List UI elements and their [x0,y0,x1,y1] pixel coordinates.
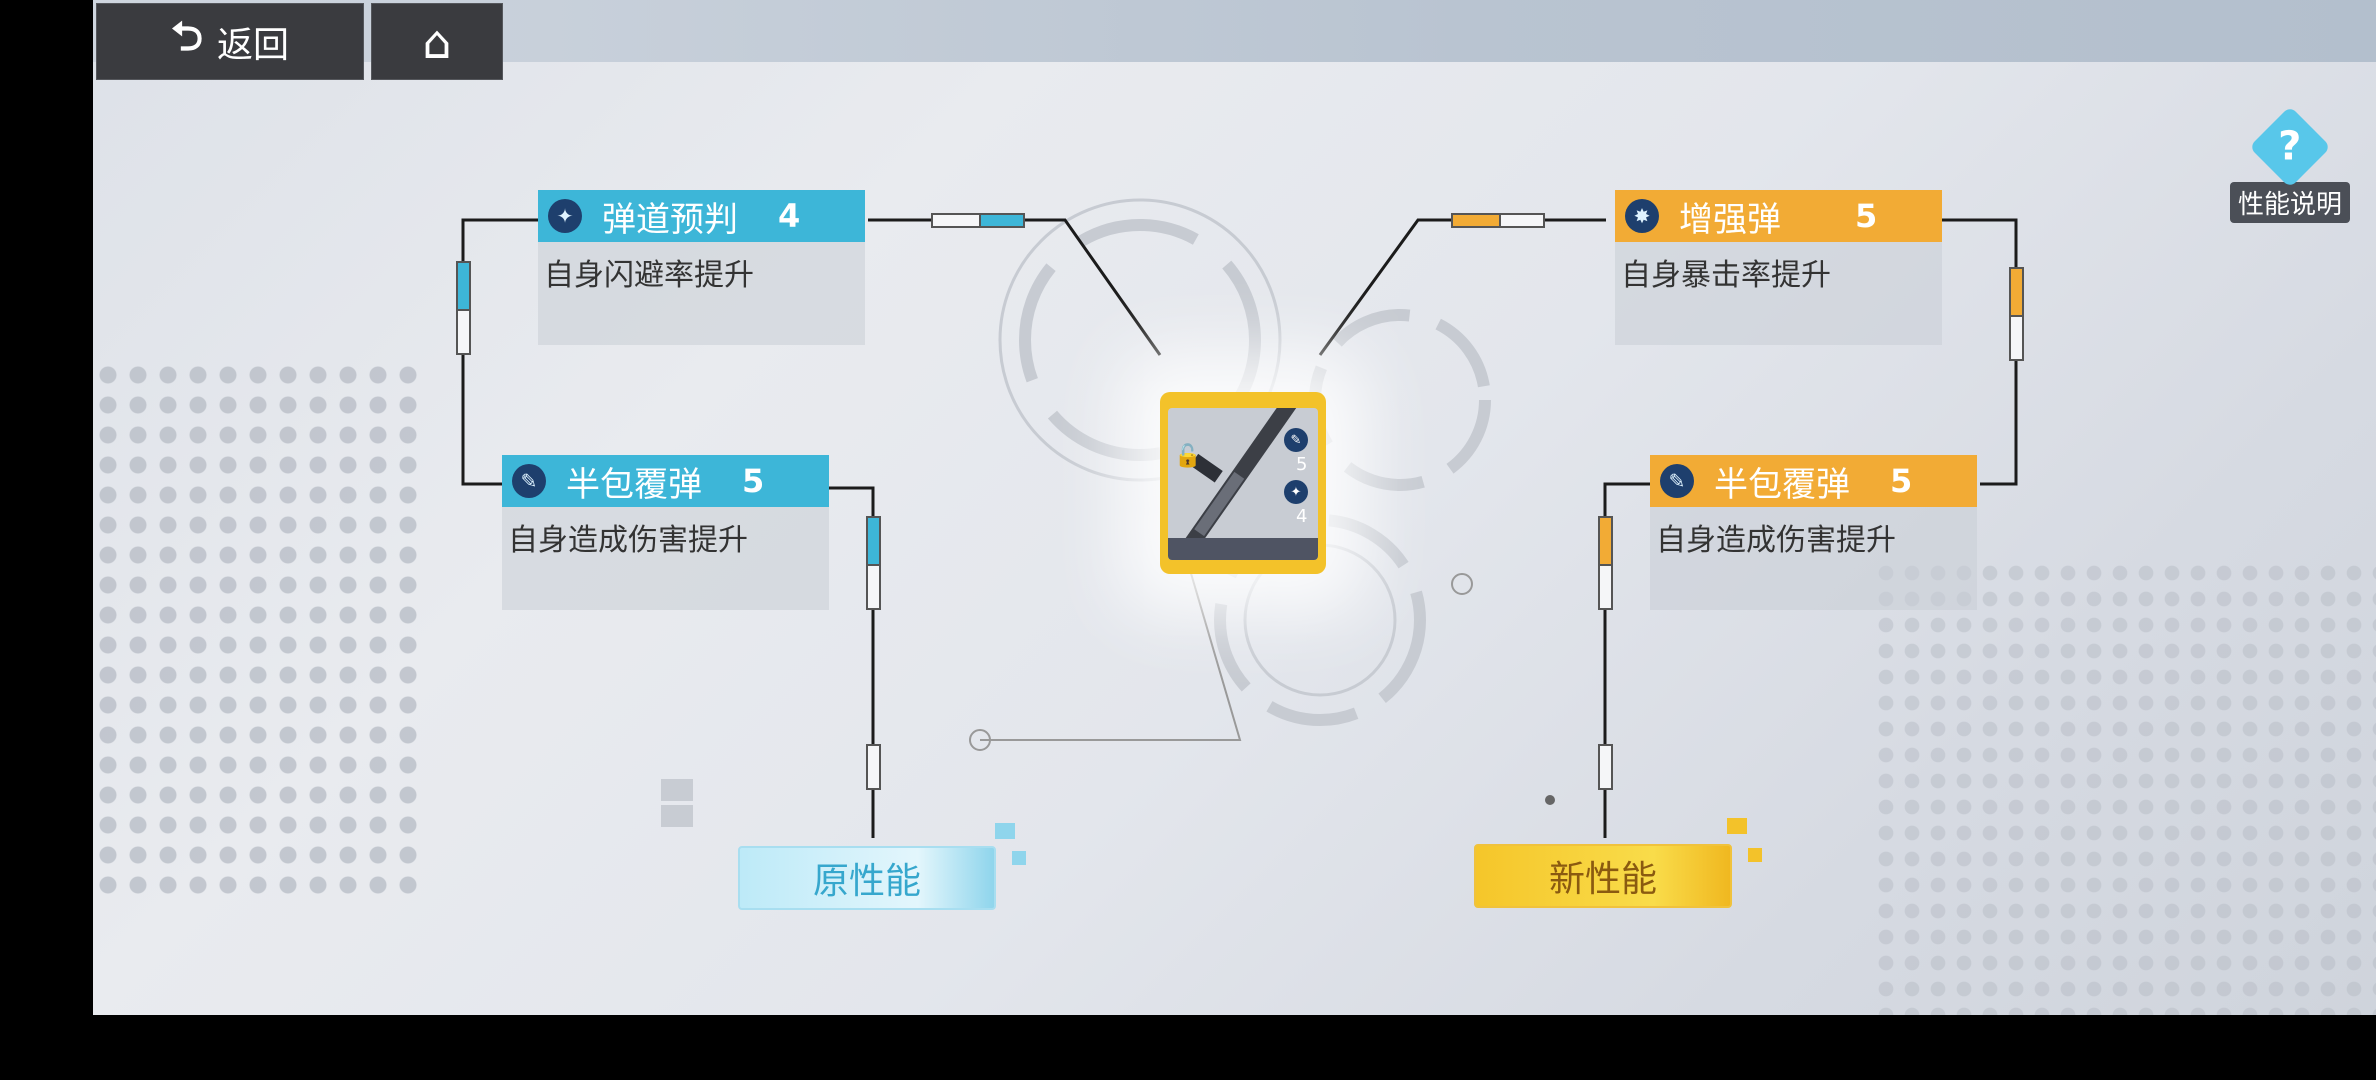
home-button[interactable]: ⌂ [371,3,503,80]
background-stage [93,0,2376,1015]
dot-pattern [1873,560,2376,1015]
perk-name: 增强弹 [1679,199,1781,240]
question-icon: ? [2248,105,2332,189]
card-header: ✸ 增强弹 5 [1615,190,1942,242]
perk-desc: 自身造成伤害提升 [1650,507,1977,610]
perk-level: 5 [1855,197,1878,235]
card-header: ✎ 半包覆弹 5 [502,455,829,507]
back-label: 返回 [217,24,290,66]
perk-level: 5 [742,462,765,500]
perk-card-left-bottom[interactable]: ✎ 半包覆弹 5 自身造成伤害提升 [502,455,829,610]
perk-name: 半包覆弹 [1714,464,1850,505]
new-performance-label: 新性能 [1548,859,1657,900]
original-performance-button[interactable]: 原性能 [738,846,996,910]
item-image: 🔓 ✎ 5 ✦ 4 [1168,408,1318,560]
back-arrow-icon: ⮌ [170,13,204,60]
perk-desc: 自身造成伤害提升 [502,507,829,610]
perk-name: 弹道预判 [602,199,738,240]
weapon-icon [1181,408,1304,554]
slot-icon: ✎ [1284,428,1308,452]
slot-level: 5 [1296,454,1308,475]
perk-level: 4 [778,197,801,235]
back-button[interactable]: ⮌ 返回 [96,3,364,80]
equipment-item[interactable]: 🔓 ✎ 5 ✦ 4 [1160,392,1326,574]
perk-card-right-bottom[interactable]: ✎ 半包覆弹 5 自身造成伤害提升 [1650,455,1977,610]
slot-level: 4 [1296,506,1308,527]
perk-icon: ✎ [1660,464,1694,498]
perk-icon: ✸ [1625,199,1659,233]
card-header: ✎ 半包覆弹 5 [1650,455,1977,507]
perk-name: 半包覆弹 [566,464,702,505]
perk-desc: 自身闪避率提升 [538,242,865,345]
original-performance-label: 原性能 [812,861,921,902]
lock-icon: 🔓 [1174,444,1202,469]
help-button[interactable]: ? 性能说明 [2230,105,2350,223]
perk-icon: ✎ [512,464,546,498]
home-icon: ⌂ [422,14,452,69]
new-performance-button[interactable]: 新性能 [1474,844,1732,908]
perk-card-left-top[interactable]: ✦ 弹道预判 4 自身闪避率提升 [538,190,865,345]
card-header: ✦ 弹道预判 4 [538,190,865,242]
perk-icon: ✦ [548,199,582,233]
help-label: 性能说明 [2230,182,2350,223]
perk-desc: 自身暴击率提升 [1615,242,1942,345]
perk-card-right-top[interactable]: ✸ 增强弹 5 自身暴击率提升 [1615,190,1942,345]
slot-icon: ✦ [1284,480,1308,504]
perk-level: 5 [1890,462,1913,500]
item-footer [1168,538,1318,560]
dot-pattern [93,360,423,900]
